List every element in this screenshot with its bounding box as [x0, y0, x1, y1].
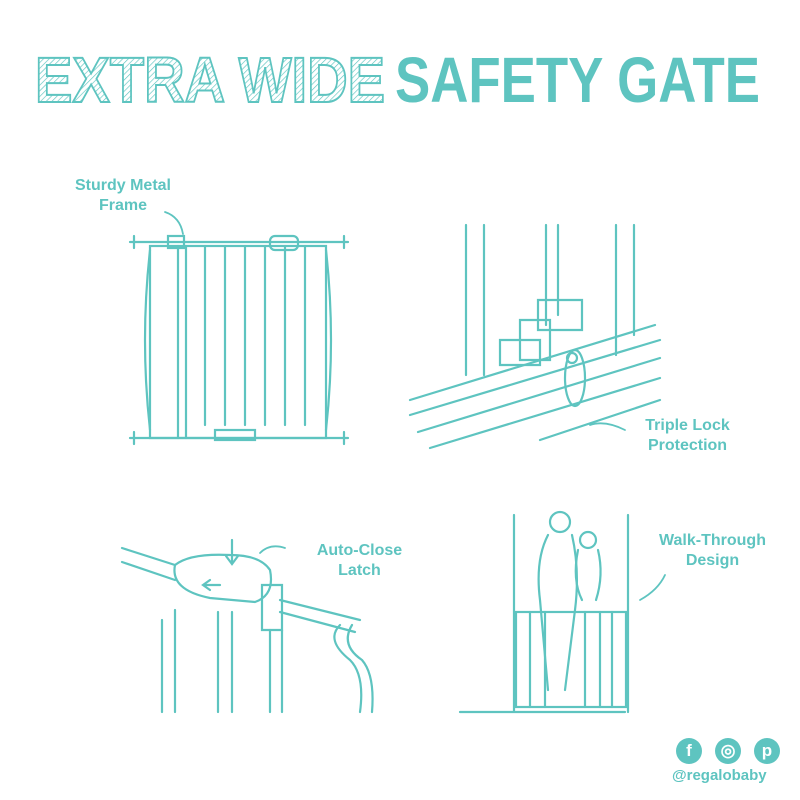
social-handle: @regalobaby: [672, 767, 767, 784]
pinterest-icon[interactable]: p: [754, 738, 780, 764]
headline-safety-gate: SAFETY GATE: [395, 44, 760, 116]
auto-close-latch-illustration: [120, 538, 374, 714]
feature-label-line: Walk-Through: [659, 532, 766, 549]
feature-label-line: Frame: [98, 197, 148, 214]
feature-label-auto-close: Auto-Close Latch: [302, 541, 417, 581]
feature-label-line: Auto-Close: [316, 542, 403, 559]
feature-label-line: Sturdy Metal: [74, 177, 171, 194]
instagram-icon[interactable]: ◎: [715, 738, 741, 764]
feature-label-line: Latch: [338, 562, 381, 579]
headline: EXTRA WIDE SAFETY GATE: [34, 43, 760, 117]
social-icons: f ◎ p: [676, 738, 780, 764]
feature-label-sturdy-frame: Sturdy Metal Frame: [58, 176, 188, 216]
feature-label-line: Triple Lock: [645, 417, 730, 434]
feature-label-triple-lock: Triple Lock Protection: [620, 416, 755, 456]
facebook-icon[interactable]: f: [676, 738, 702, 764]
feature-label-line: Protection: [647, 437, 728, 454]
triple-lock-illustration: [408, 223, 662, 450]
feature-label-walk-through: Walk-Through Design: [645, 531, 780, 571]
feature-label-line: Design: [685, 552, 740, 569]
walk-through-illustration: [458, 510, 666, 714]
gate-frame-illustration: [128, 211, 350, 446]
headline-extra-wide: EXTRA WIDE: [35, 44, 385, 116]
